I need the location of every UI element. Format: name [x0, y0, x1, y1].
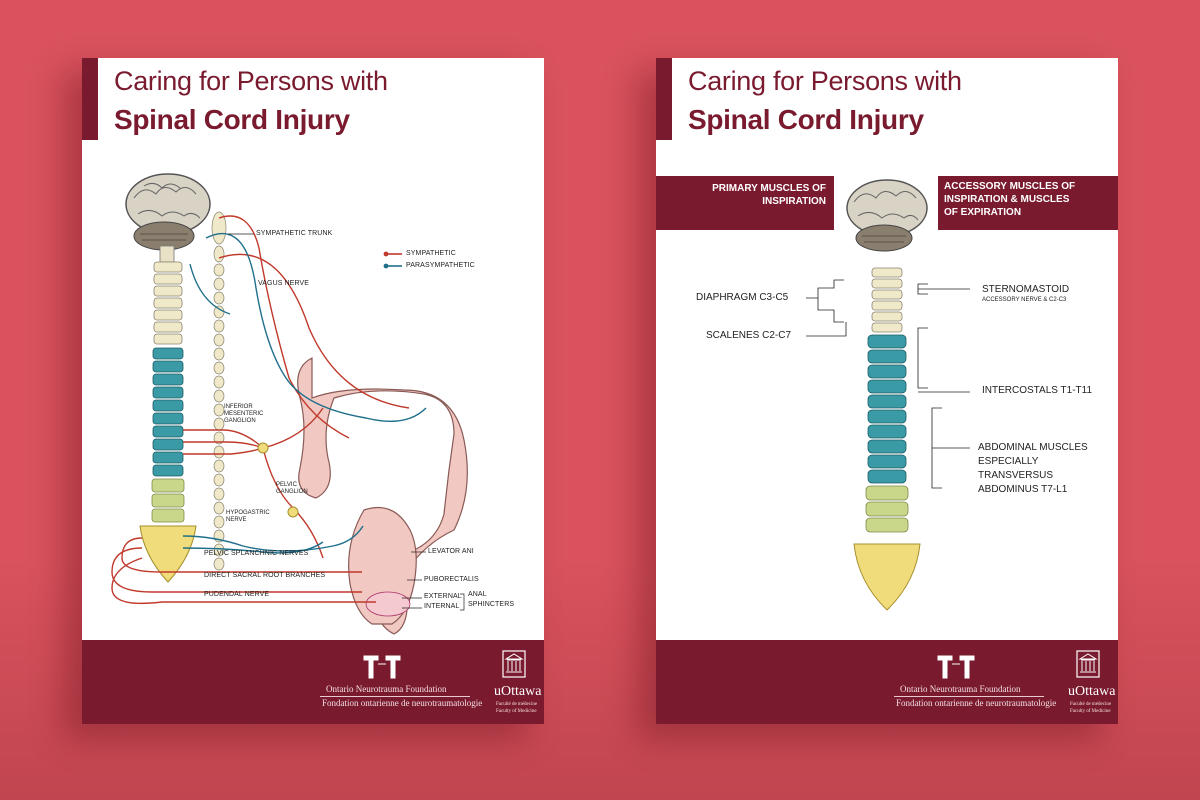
label-levator-ani: LEVATOR ANI	[428, 548, 474, 555]
label-intercostals: INTERCOSTALS T1-T11	[982, 385, 1093, 396]
onf-logo-icon	[363, 655, 401, 679]
label-abdominal-3: TRANSVERSUS	[978, 470, 1054, 481]
parasympathetic-nerves	[182, 233, 427, 554]
poster-title-line1: Caring for Persons with	[114, 66, 388, 96]
faculty-fr: Faculté de médecine	[1070, 702, 1112, 707]
label-abdominal-1: ABDOMINAL MUSCLES	[978, 442, 1088, 453]
uottawa-wordmark: uOttawa	[1068, 684, 1116, 699]
spine-cervical	[871, 267, 903, 333]
uottawa-wordmark: uOttawa	[494, 684, 542, 699]
uottawa-block: uOttawa Faculté de médecine Faculty of M…	[486, 640, 544, 724]
leader-lines	[228, 233, 465, 611]
label-pudendal: PUDENDAL NERVE	[204, 591, 270, 598]
banner-primary-line1: PRIMARY MUSCLES OF	[712, 183, 826, 194]
onf-divider	[320, 696, 470, 697]
label-inferior-mesenteric-3: GANGLION	[224, 418, 256, 424]
spine-lumbar	[151, 478, 185, 523]
spine-thoracic	[152, 347, 184, 477]
label-diaphragm: DIAPHRAGM C3-C5	[696, 292, 789, 303]
label-inferior-mesenteric-1: INFERIOR	[224, 404, 253, 410]
label-pelvic-ganglion-2: GANGLION	[276, 489, 308, 495]
ganglia	[257, 442, 299, 518]
autonomic-diagram	[111, 173, 468, 635]
poster-footer: Ontario Neurotrauma Foundation Fondation…	[656, 640, 1118, 724]
faculty-en: Faculty of Medicine	[496, 709, 537, 714]
label-abdominal-4: ABDOMINUS T7-L1	[978, 484, 1068, 495]
sacrum	[139, 525, 197, 583]
label-vagus-nerve: VAGUS NERVE	[258, 280, 310, 287]
banner-accessory-muscles: ACCESSORY MUSCLES OF INSPIRATION & MUSCL…	[938, 176, 1118, 230]
onf-logo-icon	[937, 655, 975, 679]
label-sphincters: SPHINCTERS	[468, 601, 515, 608]
label-pelvic-ganglion-1: PELVIC	[276, 482, 297, 488]
sacrum	[853, 543, 921, 611]
uottawa-building-icon	[1076, 650, 1100, 678]
title-accent-bar	[82, 58, 98, 140]
bracket-lines	[806, 279, 970, 489]
banner-primary-line2: INSPIRATION	[762, 196, 826, 207]
label-anal: ANAL	[468, 591, 487, 598]
label-internal: INTERNAL	[424, 603, 460, 610]
label-pelvic-splanchnic: PELVIC SPLANCHNIC NERVES	[204, 550, 309, 557]
banner-accessory-line3: OF EXPIRATION	[944, 207, 1022, 218]
poster-title-line1: Caring for Persons with	[688, 66, 962, 96]
label-sternomastoid-sub: ACCESSORY NERVE & C2-C3	[982, 297, 1067, 303]
poster-title-line2: Spinal Cord Injury	[688, 104, 924, 135]
label-hypogastric-2: NERVE	[226, 517, 247, 523]
poster-autonomic: Caring for Persons with Spinal Cord Inju…	[82, 58, 544, 724]
poster-respiratory: Caring for Persons with Spinal Cord Inju…	[656, 58, 1118, 724]
label-direct-sacral: DIRECT SACRAL ROOT BRANCHES	[204, 572, 326, 579]
legend-sympathetic: SYMPATHETIC	[406, 250, 456, 257]
brain-illustration	[125, 173, 211, 263]
label-external: EXTERNAL	[424, 593, 462, 600]
banner-accessory-line2: INSPIRATION & MUSCLES	[944, 194, 1070, 205]
faculty-en: Faculty of Medicine	[1070, 709, 1111, 714]
sphincter-illustration	[365, 591, 411, 617]
sympathetic-trunk-chain	[211, 211, 227, 571]
banner-accessory-line1: ACCESSORY MUSCLES OF	[944, 181, 1076, 192]
onf-divider	[894, 696, 1044, 697]
spine-cervical	[153, 261, 183, 345]
spine-thoracic	[867, 334, 907, 484]
label-inferior-mesenteric-2: MESENTERIC	[224, 411, 264, 417]
respiratory-diagram	[806, 179, 970, 611]
onf-name-en: Ontario Neurotrauma Foundation	[900, 684, 1021, 694]
faculty-fr: Faculté de médecine	[496, 702, 538, 707]
spine-lumbar	[865, 485, 909, 533]
onf-name-fr: Fondation ontarienne de neurotraumatolog…	[322, 698, 483, 708]
label-abdominal-2: ESPECIALLY	[978, 456, 1039, 467]
label-scalenes: SCALENES C2-C7	[706, 330, 792, 341]
onf-name-en: Ontario Neurotrauma Foundation	[326, 684, 447, 694]
title-accent-bar	[656, 58, 672, 140]
label-puborectalis: PUBORECTALIS	[424, 576, 479, 583]
label-sympathetic-trunk: SYMPATHETIC TRUNK	[256, 230, 333, 237]
onf-name-fr: Fondation ontarienne de neurotraumatolog…	[896, 698, 1057, 708]
brain-illustration	[846, 179, 928, 252]
label-hypogastric-1: HYPOGASTRIC	[226, 510, 270, 516]
banner-primary-muscles: PRIMARY MUSCLES OF INSPIRATION	[656, 176, 834, 230]
legend-parasympathetic: PARASYMPATHETIC	[406, 262, 475, 269]
poster-footer: Ontario Neurotrauma Foundation Fondation…	[82, 640, 544, 724]
uottawa-building-icon	[502, 650, 526, 678]
label-sternomastoid: STERNOMASTOID	[982, 284, 1070, 295]
uottawa-block: uOttawa Faculté de médecine Faculty of M…	[1060, 640, 1118, 724]
poster-title-line2: Spinal Cord Injury	[114, 104, 350, 135]
